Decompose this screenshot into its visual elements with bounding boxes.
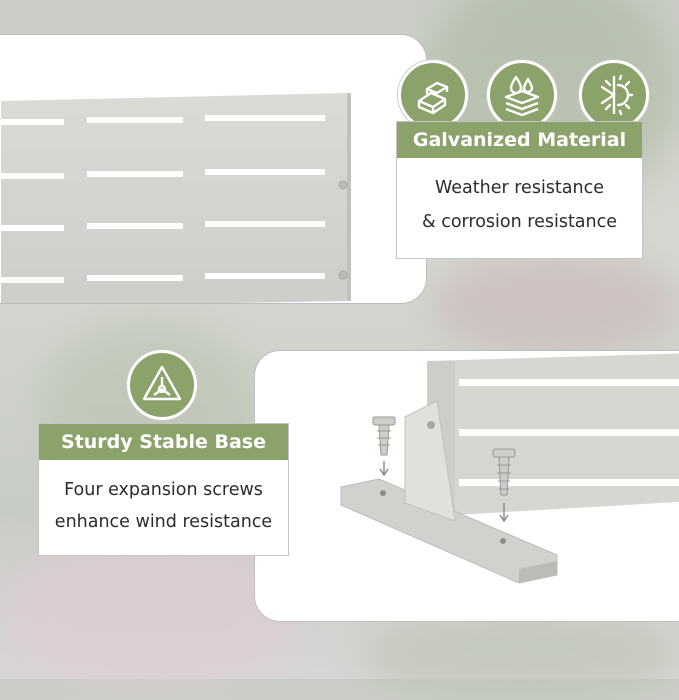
sturdy-stable-base-info: Sturdy Stable Base Four expansion screws… — [38, 423, 289, 556]
waterproof-layers-icon — [487, 60, 557, 130]
feature-description-line1: Four expansion screws — [64, 480, 263, 500]
base-closeup-card — [254, 350, 679, 622]
feature-description-line1: Weather resistance — [435, 178, 604, 198]
feature-description-line2: & corrosion resistance — [421, 212, 618, 232]
background-bush-right — [360, 610, 679, 700]
feature-description-line2: enhance wind resistance — [54, 512, 273, 532]
panel-closeup-card — [0, 34, 427, 304]
screw-left — [372, 416, 396, 456]
feature-title: Sturdy Stable Base — [39, 424, 288, 460]
background-flowers — [0, 530, 300, 690]
metal-bars-icon — [398, 60, 468, 130]
background-flowers-right — [430, 250, 679, 360]
sun-snowflake-icon — [579, 60, 649, 130]
triangle-stability-icon — [127, 350, 197, 420]
screw-right — [492, 448, 516, 496]
slatted-panel-illustration — [1, 93, 351, 303]
base-bracket-illustration — [340, 353, 679, 584]
feature-title: Galvanized Material — [397, 122, 642, 158]
galvanized-material-info: Galvanized Material Weather resistance &… — [396, 121, 643, 259]
